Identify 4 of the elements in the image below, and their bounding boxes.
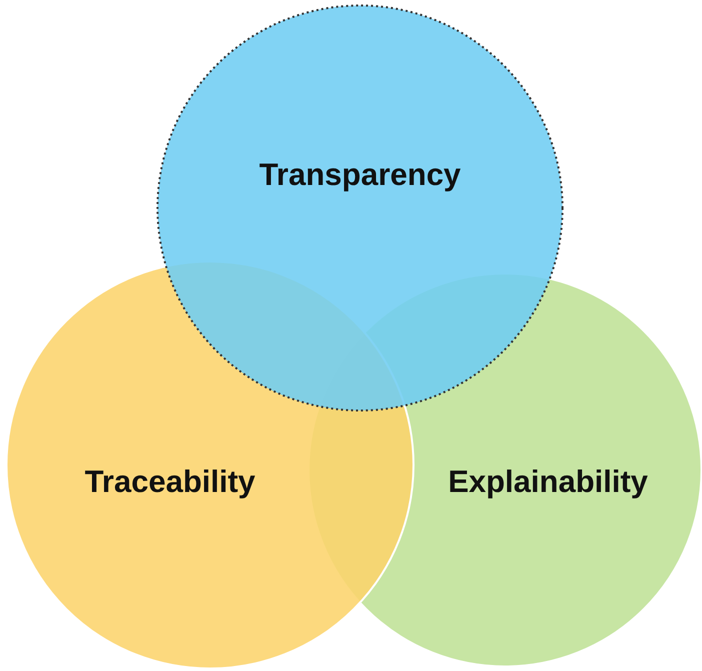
circle-label: Traceability	[84, 464, 256, 500]
circle-label: Explainability	[448, 464, 648, 500]
venn-circle	[156, 4, 564, 412]
circle-label: Transparency	[259, 157, 461, 193]
